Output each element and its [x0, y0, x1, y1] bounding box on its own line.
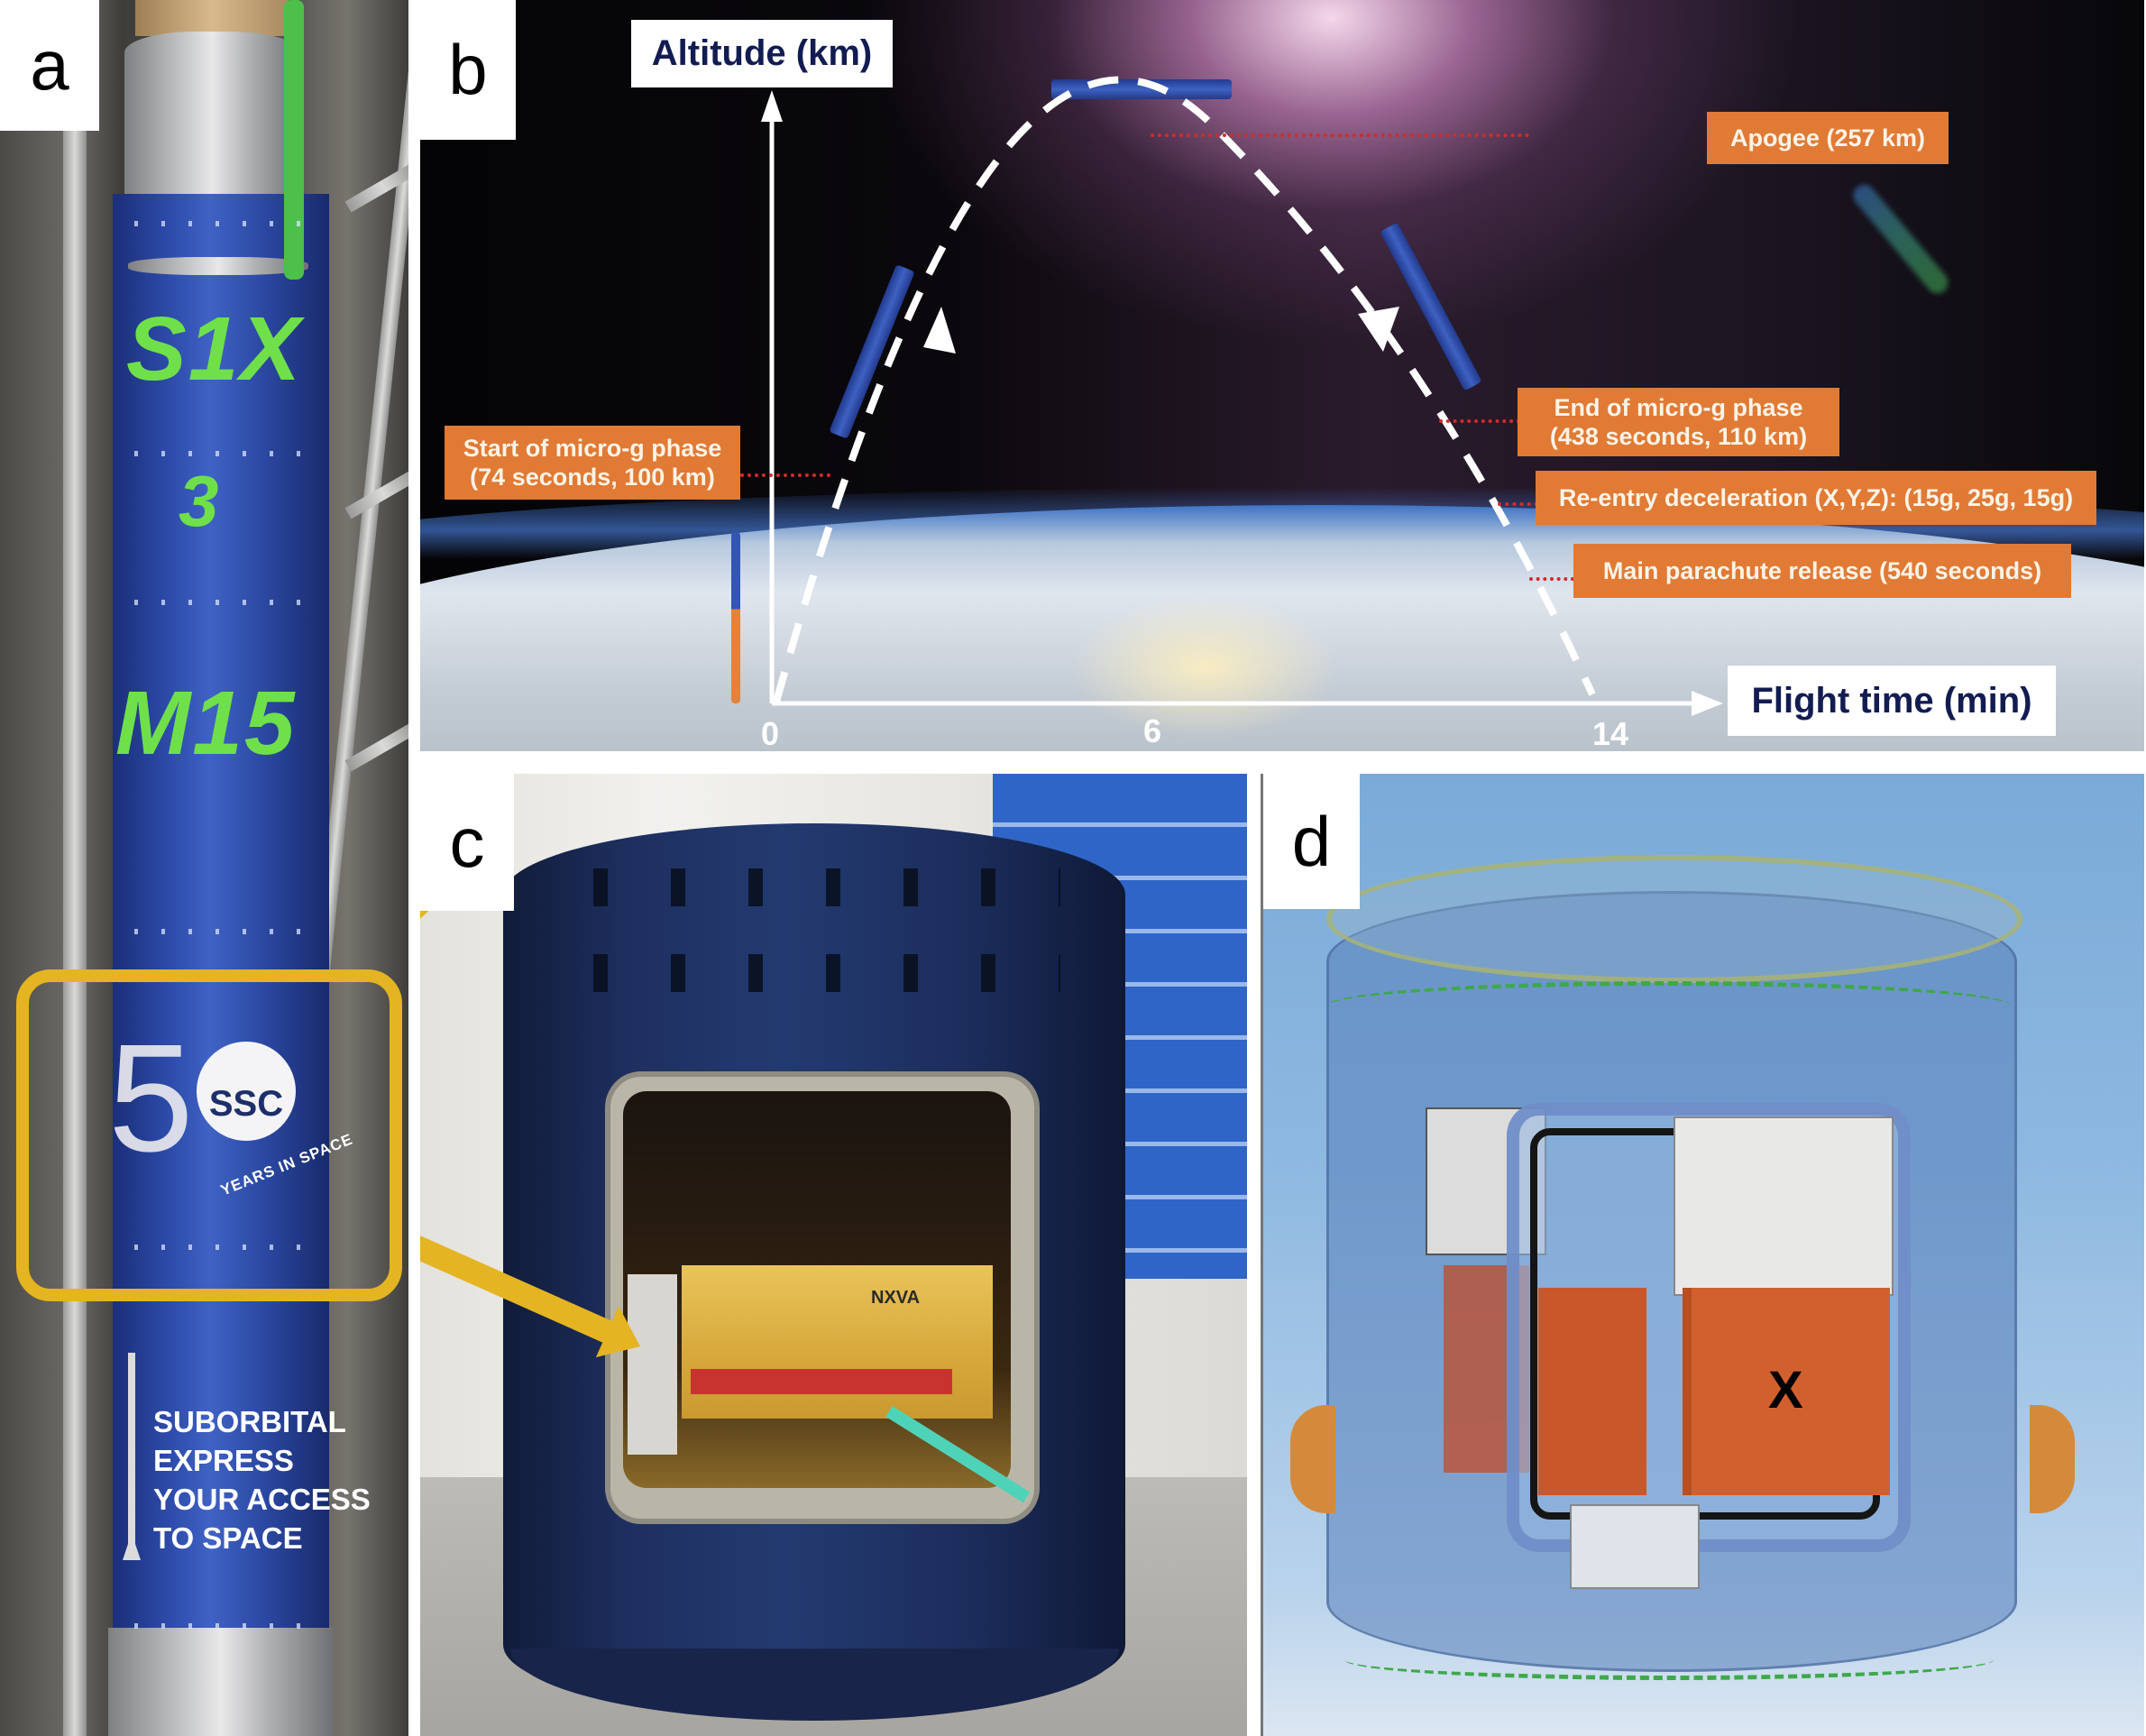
slogan: SUBORBITAL EXPRESS YOUR ACCESS TO SPACE	[153, 1402, 371, 1557]
ssc-logo-text: SSC	[208, 1084, 284, 1124]
vent-slot-row	[555, 954, 1060, 992]
slogan-line: SUBORBITAL	[153, 1405, 346, 1438]
scaffold-pole	[63, 126, 87, 1736]
rocket-nose	[135, 0, 289, 36]
panel-label-b: b	[420, 0, 516, 140]
rivet-row	[122, 929, 320, 934]
leader-parachute	[1529, 577, 1574, 581]
cad-side-fitting	[1290, 1405, 1335, 1513]
slogan-line: EXPRESS	[153, 1444, 294, 1477]
launch-rocket-icon	[731, 532, 740, 703]
rivet-row	[122, 451, 320, 456]
experiment-marker: X	[1768, 1361, 1803, 1419]
payload-brand: NXVA	[871, 1288, 921, 1308]
x-tick-6: 6	[1143, 712, 1162, 749]
panel-label-c: c	[420, 774, 514, 911]
rivet-row	[122, 1245, 320, 1250]
highlight-box	[16, 969, 402, 1301]
x-tick-0: 0	[761, 715, 780, 751]
panel-b-flight-profile: Altitude (km) Flight time (min) 0 6 14 A…	[420, 0, 2144, 751]
cad-fastener-ring	[1326, 981, 2012, 1031]
cad-experiment-box-x	[1683, 1288, 1890, 1495]
panel-c-module-photo: NXVA c	[420, 774, 1247, 1736]
callout-reentry: Re-entry deceleration (X,Y,Z): (15g, 25g…	[1536, 471, 2096, 525]
lifting-strap	[284, 0, 304, 280]
anniversary-numeral: 5	[108, 1013, 194, 1184]
leader-reentry	[1498, 502, 1538, 506]
callout-start-micro-g: Start of micro-g phase (74 seconds, 100 …	[445, 426, 740, 500]
trajectory-chart	[761, 76, 1723, 716]
cad-electronics-box	[1674, 1116, 1894, 1296]
callout-start-micro-g-line2: (74 seconds, 100 km)	[470, 464, 715, 491]
callout-end-micro-g: End of micro-g phase (438 seconds, 110 k…	[1518, 388, 1839, 456]
rivet-row	[122, 1623, 320, 1629]
payload-red-stripe	[691, 1369, 952, 1394]
leader-apogee	[1151, 133, 1529, 137]
rocket-blue-body	[113, 194, 329, 1637]
rocket-marking-s1x: S1X	[126, 299, 303, 400]
rivet-row	[122, 600, 320, 605]
connector-plate	[628, 1274, 677, 1455]
cad-bottom-unit	[1570, 1504, 1700, 1589]
panel-label-d: d	[1263, 774, 1360, 909]
y-axis-label: Altitude (km)	[631, 20, 893, 87]
cad-side-fitting	[2030, 1405, 2075, 1513]
rocket-metal-section	[124, 32, 300, 207]
vent-slot-row	[555, 868, 1060, 906]
sun-reflection	[1069, 595, 1340, 739]
callout-start-micro-g-line1: Start of micro-g phase	[463, 434, 722, 462]
payload-box	[682, 1265, 993, 1419]
callout-parachute: Main parachute release (540 seconds)	[1573, 544, 2071, 598]
ssc-logo: SSC	[197, 1042, 296, 1141]
rocket-graphic-icon	[123, 1353, 141, 1560]
callout-end-micro-g-line2: (438 seconds, 110 km)	[1549, 423, 1808, 450]
rocket-marking-3: 3	[179, 461, 221, 541]
panel-d-cad-model: X d	[1261, 774, 2144, 1736]
callout-end-micro-g-line1: End of micro-g phase	[1554, 393, 1803, 421]
panel-label-a: a	[0, 0, 99, 131]
x-axis-label: Flight time (min)	[1728, 666, 2056, 736]
slogan-line: TO SPACE	[153, 1521, 303, 1555]
cad-experiment-box-rear	[1538, 1288, 1646, 1495]
rocket-clamp	[128, 257, 308, 275]
rivet-row	[122, 221, 320, 226]
leader-end-micro-g	[1439, 419, 1520, 423]
rocket-lower-metal-section	[108, 1628, 334, 1736]
cad-fastener-ring-bottom	[1344, 1640, 1994, 1680]
cad-top-rim	[1326, 855, 2022, 983]
slogan-line: YOUR ACCESS	[153, 1483, 371, 1516]
panel-a-rocket-photo: S1X 3 M15 5 SSC YEARS IN SPACE SUBORBITA…	[0, 0, 408, 1736]
leader-start-micro-g	[740, 473, 830, 477]
rocket-marking-m15: M15	[115, 673, 297, 774]
x-tick-14: 14	[1592, 715, 1629, 751]
callout-apogee: Apogee (257 km)	[1707, 112, 1949, 164]
